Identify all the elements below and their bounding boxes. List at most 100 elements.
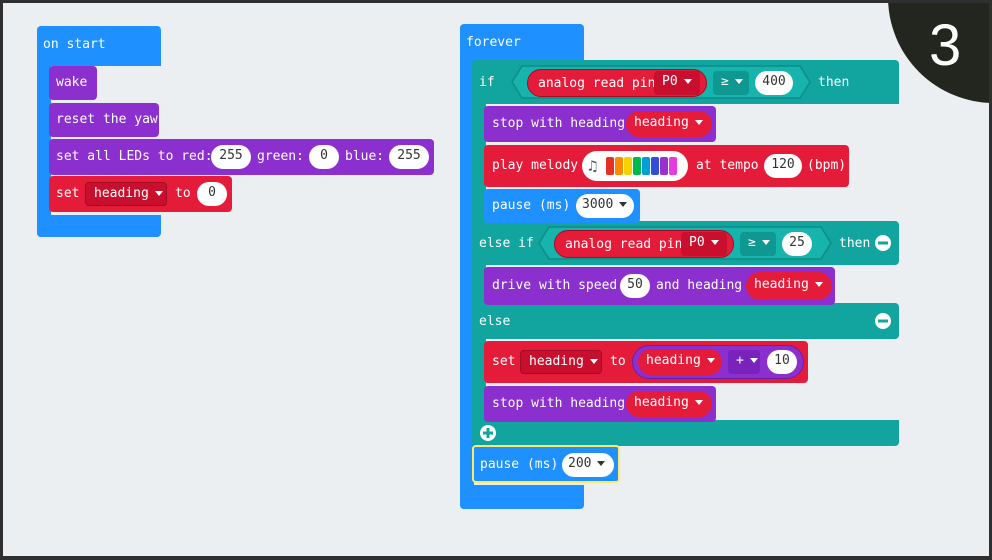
chevron-down-icon — [597, 461, 606, 466]
heading-text-drive: heading — [754, 277, 809, 292]
chevron-down-icon — [761, 240, 770, 245]
on-start-arm — [37, 61, 51, 237]
heading-text-1: heading — [634, 115, 689, 130]
remove-else-icon[interactable] — [874, 312, 892, 330]
chevron-down-icon — [814, 282, 823, 287]
analog-read-block-2[interactable]: analog read pin P0 — [554, 230, 734, 258]
reset-yaw-label: reset the yaw — [56, 112, 158, 127]
heading-dropdown-1[interactable]: heading — [626, 111, 712, 137]
heading-variable-text-2: heading — [529, 354, 584, 369]
reset-yaw-block[interactable]: reset the yaw — [49, 103, 159, 137]
then-label-2: then — [839, 236, 871, 251]
stop-heading-label-2: stop with heading — [492, 396, 626, 411]
melody-note — [651, 157, 659, 175]
set-label: set — [56, 186, 80, 201]
math-expression-block[interactable]: heading + 10 — [632, 345, 804, 379]
compare-op-dropdown-2[interactable]: ≥ — [740, 232, 776, 256]
compare-op-dropdown-1[interactable]: ≥ — [713, 71, 749, 95]
melody-note — [624, 157, 632, 175]
heading-dropdown-2[interactable]: heading — [626, 391, 712, 417]
operand-input[interactable]: 10 — [767, 350, 797, 374]
threshold-input-2[interactable]: 25 — [782, 232, 812, 256]
if-foot — [472, 420, 899, 446]
pause-value-1: 3000 — [582, 197, 614, 212]
threshold-input-1[interactable]: 400 — [755, 71, 793, 95]
remove-else-if-icon[interactable] — [874, 234, 892, 252]
melody-note — [660, 157, 668, 175]
then-label-1: then — [818, 75, 850, 90]
play-melody-label: play melody — [492, 158, 579, 173]
analog-read-block-1[interactable]: analog read pin P0 — [527, 69, 707, 97]
heading-dropdown-drive[interactable]: heading — [746, 272, 832, 300]
stop-heading-block-1[interactable]: stop with heading heading — [484, 106, 716, 142]
tempo-input[interactable]: 120 — [764, 154, 802, 178]
add-condition-icon[interactable] — [479, 424, 497, 442]
heading-value-input[interactable]: 0 — [197, 182, 227, 206]
chevron-down-icon — [154, 191, 163, 196]
and-heading-label: and heading — [656, 278, 743, 293]
forever-hat[interactable] — [460, 24, 584, 64]
heading-text-expr: heading — [646, 353, 701, 368]
if-arm — [472, 100, 486, 448]
pin-text-2: P0 — [689, 235, 705, 250]
music-note-icon: ♫ — [588, 157, 598, 175]
blue-value-input[interactable]: 255 — [389, 145, 429, 169]
pin-dropdown-2[interactable]: P0 — [681, 232, 727, 256]
melody-note — [633, 157, 641, 175]
chevron-down-icon — [619, 202, 628, 207]
analog-read-label-2: analog read pin — [565, 237, 683, 252]
set-heading-expr-block[interactable]: set heading to heading + 10 — [484, 341, 808, 383]
else-row[interactable] — [472, 303, 899, 339]
heading-dropdown-expr[interactable]: heading — [638, 349, 722, 375]
stop-heading-block-2[interactable]: stop with heading heading — [484, 386, 716, 422]
melody-notes — [606, 157, 677, 175]
operator-dropdown[interactable]: + — [728, 350, 760, 374]
chevron-down-icon — [683, 79, 692, 84]
workspace[interactable]: on start wake reset the yaw set all LEDs… — [3, 3, 989, 556]
melody-note — [615, 157, 623, 175]
melody-editor[interactable]: ♫ — [582, 151, 688, 181]
melody-note — [669, 157, 677, 175]
compare-op-text-2: ≥ — [748, 235, 756, 250]
chevron-down-icon — [706, 358, 715, 363]
wake-block[interactable]: wake — [49, 66, 97, 100]
on-start-foot — [37, 215, 161, 237]
pause-label-2: pause (ms) — [480, 457, 559, 472]
set-heading-block[interactable]: set heading to 0 — [49, 176, 232, 212]
pause-block-1[interactable]: pause (ms) 3000 — [484, 189, 640, 223]
pause-block-2[interactable]: pause (ms) 200 — [472, 445, 620, 483]
pause-input-2[interactable]: 200 — [562, 453, 614, 477]
else-label: else — [479, 314, 511, 329]
heading-variable-dropdown[interactable]: heading — [85, 182, 167, 206]
set-leds-label: set all LEDs to red: — [56, 149, 213, 164]
speed-input[interactable]: 50 — [620, 274, 650, 298]
heading-variable-dropdown-2[interactable]: heading — [520, 350, 602, 374]
to-label: to — [175, 186, 191, 201]
drive-label: drive with speed — [492, 278, 618, 293]
pause-input-1[interactable]: 3000 — [576, 194, 634, 218]
forever-label: forever — [466, 35, 521, 50]
pin-dropdown-1[interactable]: P0 — [654, 71, 700, 95]
stop-heading-label-1: stop with heading — [492, 116, 626, 131]
set-leds-block[interactable]: set all LEDs to red: 255 green: 0 blue: … — [49, 139, 434, 175]
if-label: if — [479, 75, 495, 90]
red-value-input[interactable]: 255 — [211, 145, 251, 169]
chevron-down-icon — [749, 358, 758, 363]
to-label-2: to — [610, 354, 626, 369]
green-value-input[interactable]: 0 — [309, 145, 339, 169]
pause-label-1: pause (ms) — [492, 198, 571, 213]
melody-note — [642, 157, 650, 175]
operator-text: + — [736, 353, 744, 368]
melody-note — [606, 157, 614, 175]
drive-block[interactable]: drive with speed 50 and heading heading — [484, 267, 835, 305]
blue-label: blue: — [345, 149, 385, 164]
heading-text-2: heading — [634, 395, 689, 410]
forever-foot — [460, 485, 584, 509]
play-melody-block[interactable]: play melody ♫ at tempo 120 (bpm) — [484, 145, 849, 187]
bpm-label: (bpm) — [807, 158, 847, 173]
compare-op-text-1: ≥ — [721, 74, 729, 89]
chevron-down-icon — [694, 120, 703, 125]
set-label-2: set — [492, 354, 516, 369]
on-start-hat[interactable] — [37, 26, 161, 66]
pause-value-2: 200 — [568, 456, 592, 471]
